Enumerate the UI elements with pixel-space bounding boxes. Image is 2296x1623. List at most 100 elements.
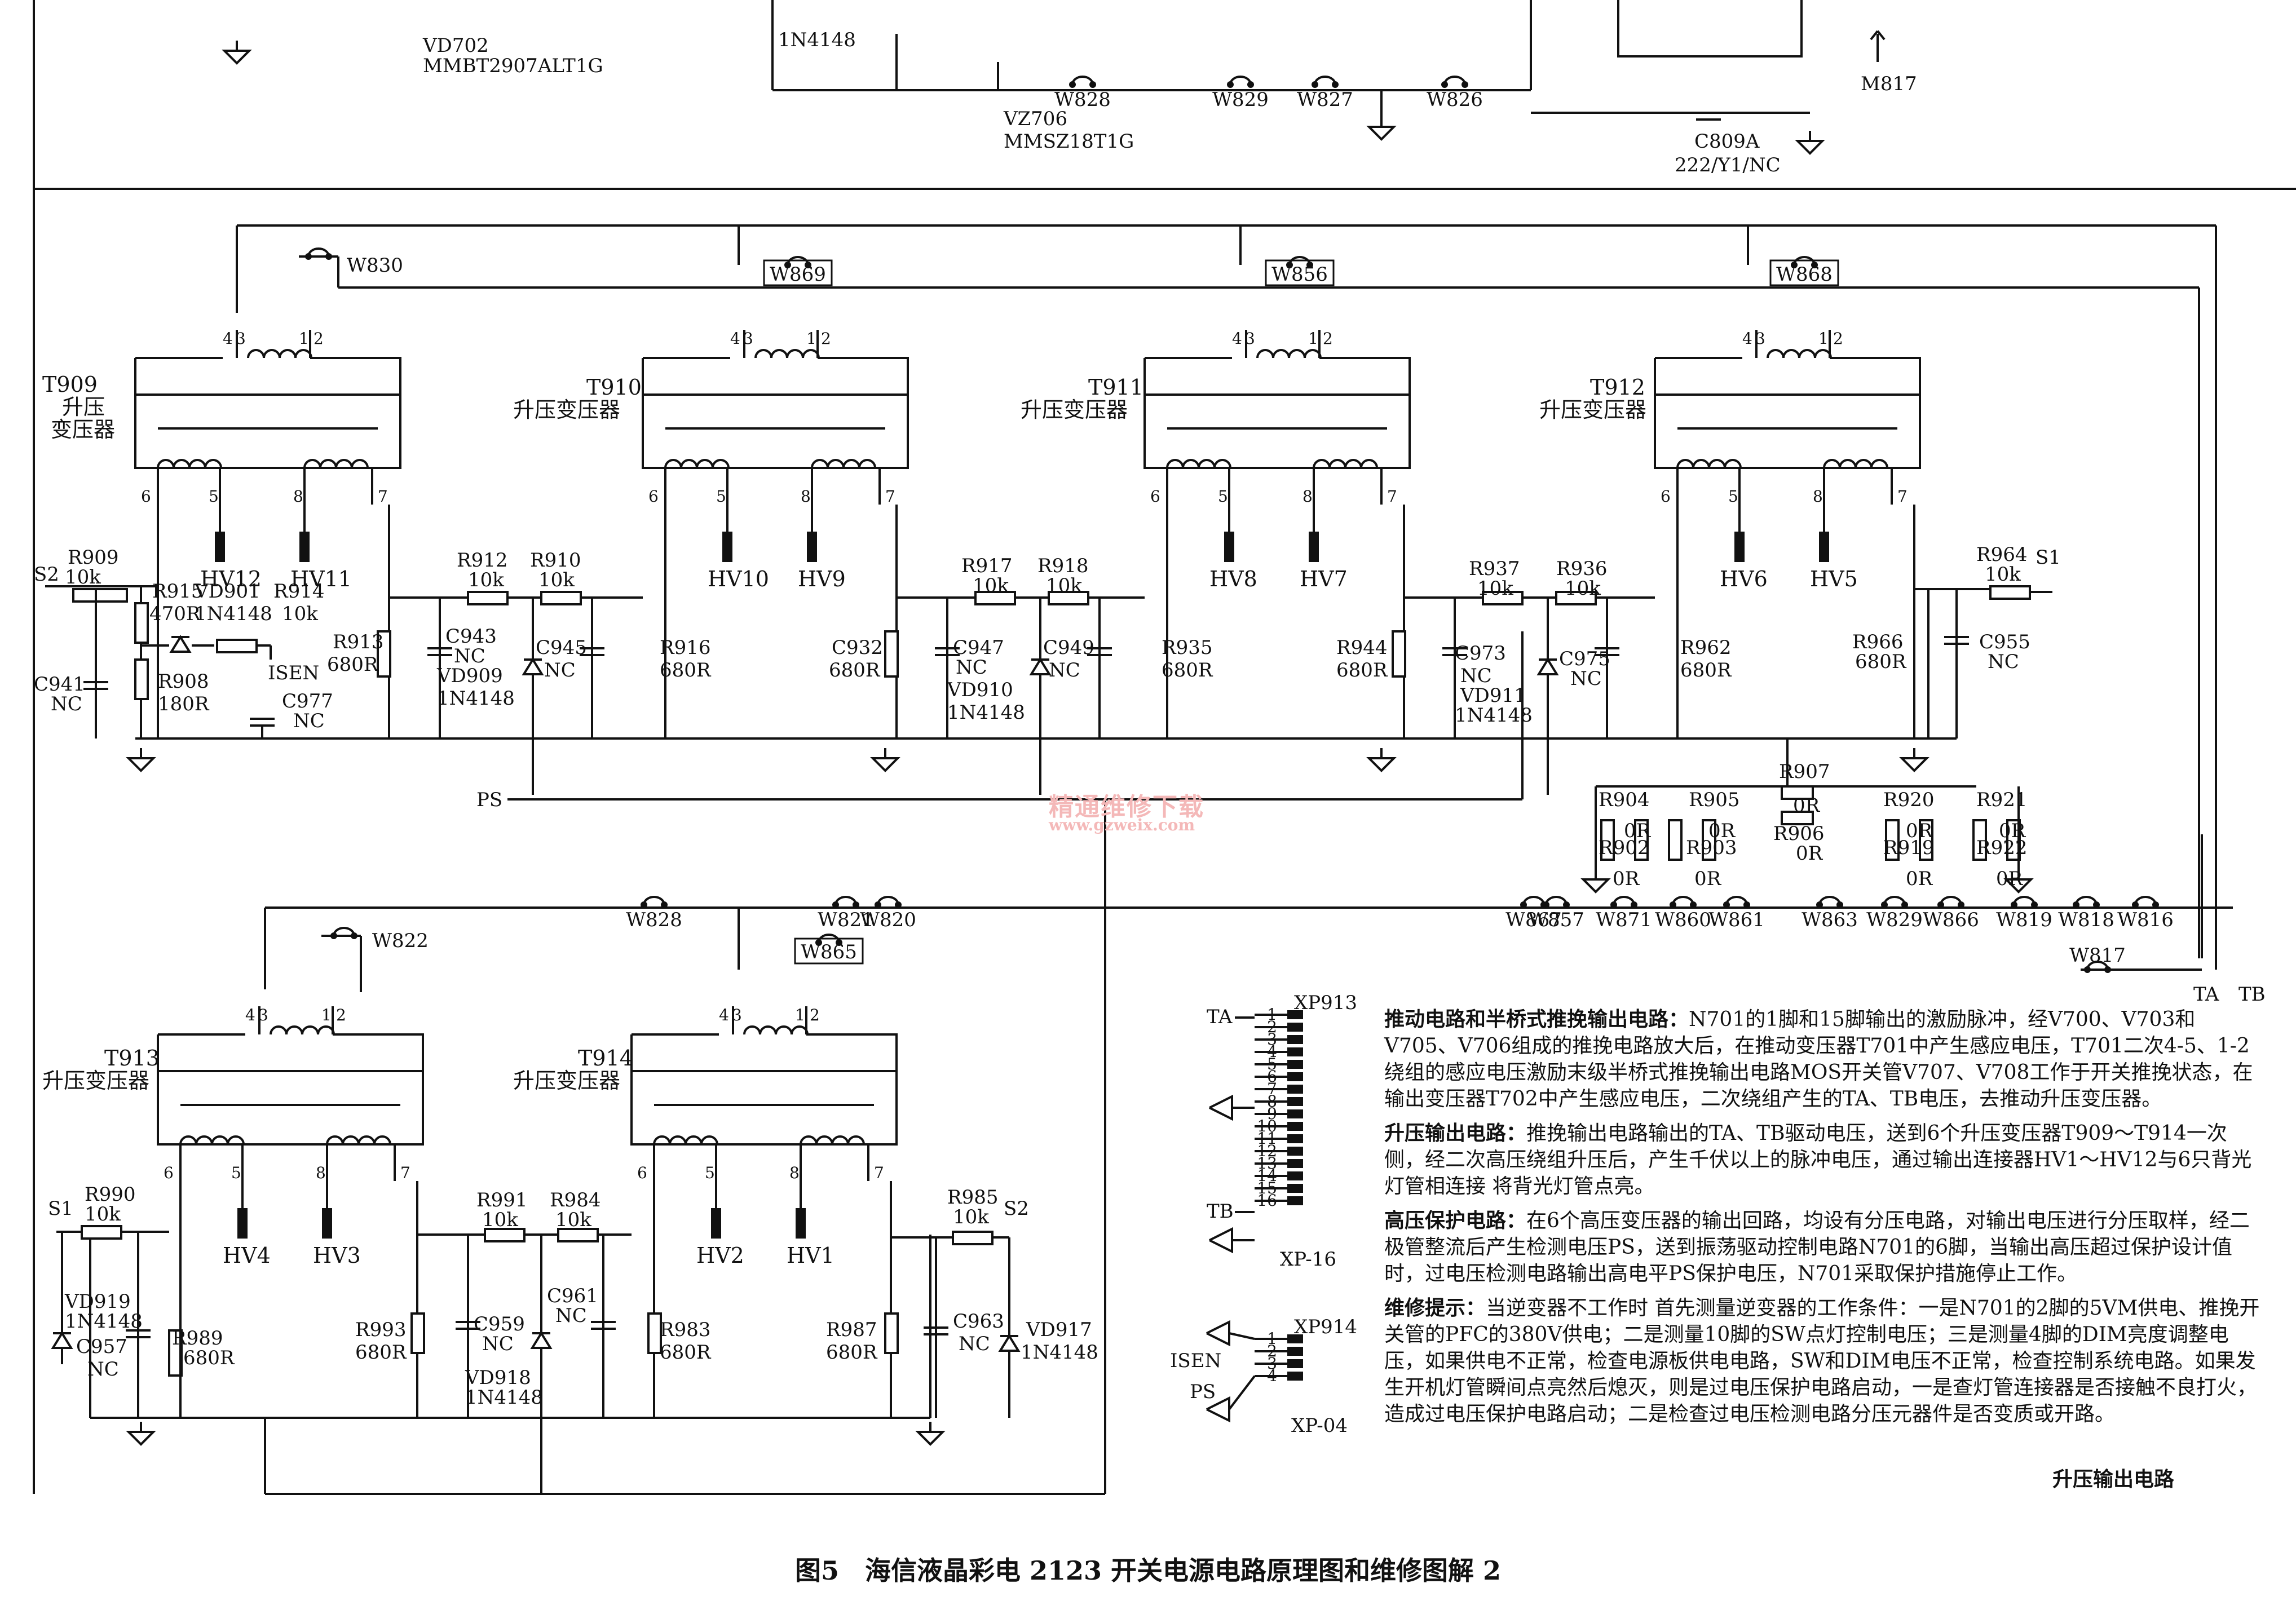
bus-jumper-w861: W861: [1708, 909, 1765, 931]
resistor-net-2: [1885, 819, 1900, 861]
connector-xp913-pin-label: 6: [1267, 1067, 1277, 1086]
vd917v-label: 1N4148: [1021, 1341, 1098, 1364]
r916-label: R916: [660, 636, 711, 659]
jumper-w829: W829: [1212, 89, 1269, 111]
r984-label: R984: [550, 1189, 601, 1211]
transformer-t910-pin5-label: 5: [716, 487, 726, 506]
w869-label: W869: [770, 263, 826, 286]
c943v-label: NC: [454, 645, 485, 667]
divider-t911-t912-diode: [1536, 657, 1559, 675]
transformer-t911-pin8-label: 8: [1302, 487, 1313, 506]
jumper-box-w868: [1769, 259, 1839, 286]
c941-value: NC: [51, 693, 82, 715]
t911-id: T911: [1088, 375, 1143, 400]
c959-label: C959: [474, 1313, 525, 1335]
jumper-w826-dot: [1441, 81, 1448, 88]
transformer-t914-pin3: 3: [732, 1006, 742, 1024]
transformer-t910-secondary-coil-left: [664, 459, 730, 468]
transformer-t913-secondary-coil-left: [179, 1135, 245, 1145]
transformer-t912-pin5-label: 5: [1728, 487, 1738, 506]
transformer-t910-pin3: 3: [743, 329, 753, 348]
w830-label: W830: [347, 254, 403, 277]
zero-ohm-1: 0R: [1624, 820, 1652, 842]
transformer-t911-hv-left: HV8: [1209, 567, 1257, 591]
r985-label: R985: [947, 1186, 999, 1209]
r922-label: R922: [1976, 837, 2028, 859]
transformer-t912-pin2: 2: [1833, 329, 1843, 348]
t909-type2: 变压器: [51, 417, 115, 442]
ground-w827: [1366, 126, 1397, 141]
bus-jumper-w861-dot: [1723, 901, 1730, 908]
bus-jumper-w828-dot: [661, 901, 668, 908]
connector-xp913-pin: [1287, 1097, 1303, 1106]
connector-xp913-pin-label: 15: [1257, 1179, 1277, 1197]
bus-jumper-w863-dot: [1836, 901, 1843, 908]
transformer-t911-hv-left-plug: [1224, 532, 1234, 562]
jumper-w869-dot: [805, 262, 811, 268]
transformer-t911-secondary-coil-left: [1166, 459, 1231, 468]
resistor-net-b1: [1702, 819, 1716, 861]
transformer-t910-pin7-label: 7: [885, 487, 895, 506]
bus-jumper-w860-dot: [1690, 901, 1697, 908]
transformer-t911-hv-right-plug: [1309, 532, 1319, 562]
transformer-t914-primary: [630, 1033, 898, 1072]
jumper-w868-dot: [1811, 262, 1818, 268]
t913-type: 升压变压器: [42, 1068, 149, 1093]
c947-label: C947: [953, 636, 1004, 659]
transformer-t909-pin7-label: 7: [378, 487, 388, 506]
jumper-w826: W826: [1427, 89, 1483, 111]
bus-jumper-w867-dot: [1520, 901, 1527, 908]
r907-label: R907: [1779, 760, 1830, 783]
r935v-label: 680R: [1162, 659, 1213, 682]
bus-jumper-w829-dot: [1881, 901, 1888, 908]
resistor-r983: [647, 1312, 662, 1354]
ground-t913: [126, 1431, 156, 1446]
zero-ohm-8: 0R: [1906, 868, 1933, 890]
w822-label: W822: [372, 930, 429, 952]
zero-ohm-6: 0R: [1906, 820, 1933, 842]
divider-t909-t910-r-load: [377, 630, 391, 678]
transformer-t912-hv-right: HV5: [1810, 567, 1858, 591]
transformer-t911-primary-coil: [1256, 349, 1322, 359]
r944-label: R944: [1336, 636, 1388, 659]
resistor-r985: [952, 1231, 994, 1245]
note-2-title: 高压保护电路：: [1384, 1209, 1527, 1232]
r919-label: R919: [1883, 837, 1935, 859]
transformer-t912-pin4: 4: [1742, 329, 1752, 348]
arrow: [1870, 30, 1879, 41]
xp914-type: XP-04: [1291, 1414, 1348, 1437]
transformer-t914-primary-coil: [743, 1025, 809, 1035]
connector-arrow: [1206, 1320, 1230, 1347]
r964v-label: 10k: [1985, 563, 2021, 586]
connector-xp913-pin: [1287, 1085, 1303, 1094]
r983v-label: 680R: [660, 1341, 712, 1364]
transformer-t914-pin4: 4: [719, 1006, 729, 1024]
transformer-t909-pin8-label: 8: [293, 487, 303, 506]
transformer-t913-primary-coil: [270, 1025, 335, 1035]
transformer-t914-pin8-label: 8: [789, 1164, 800, 1182]
connector-xp913-pin: [1287, 1023, 1303, 1032]
t914-id: T914: [578, 1046, 633, 1071]
r993-label: R993: [355, 1319, 407, 1341]
xp913-type: XP-16: [1280, 1248, 1336, 1271]
jumper-w826-dot: [1462, 81, 1468, 88]
bus-jumper-w818-dot: [2093, 901, 2100, 908]
bus-jumper-w818: W818: [2058, 909, 2114, 931]
transformer-t914-secondary-coil-right: [800, 1135, 865, 1145]
resistor-r987: [884, 1312, 899, 1354]
vz706-part: MMSZ18T1G: [1004, 130, 1134, 153]
note-1-title: 升压输出电路：: [1384, 1121, 1527, 1145]
transformer-t910-primary-coil: [754, 349, 820, 359]
transformer-t909-pin5-label: 5: [209, 487, 219, 506]
connector-xp913-pin-label: 9: [1267, 1104, 1277, 1123]
r962-label: R962: [1680, 636, 1732, 659]
connector-xp914-pin: [1287, 1359, 1303, 1368]
r944v-label: 680R: [1336, 659, 1388, 682]
transformer-t911-pin7-label: 7: [1387, 487, 1397, 506]
divider-t910-t911-r-b: [1048, 591, 1089, 605]
transformer-t911-pin4: 4: [1232, 329, 1242, 348]
r935-label: R935: [1162, 636, 1213, 659]
connector-xp913-pin: [1287, 1047, 1303, 1056]
r991v-label: 10k: [482, 1209, 518, 1231]
diode-1n4148-label: 1N4148: [778, 29, 856, 51]
